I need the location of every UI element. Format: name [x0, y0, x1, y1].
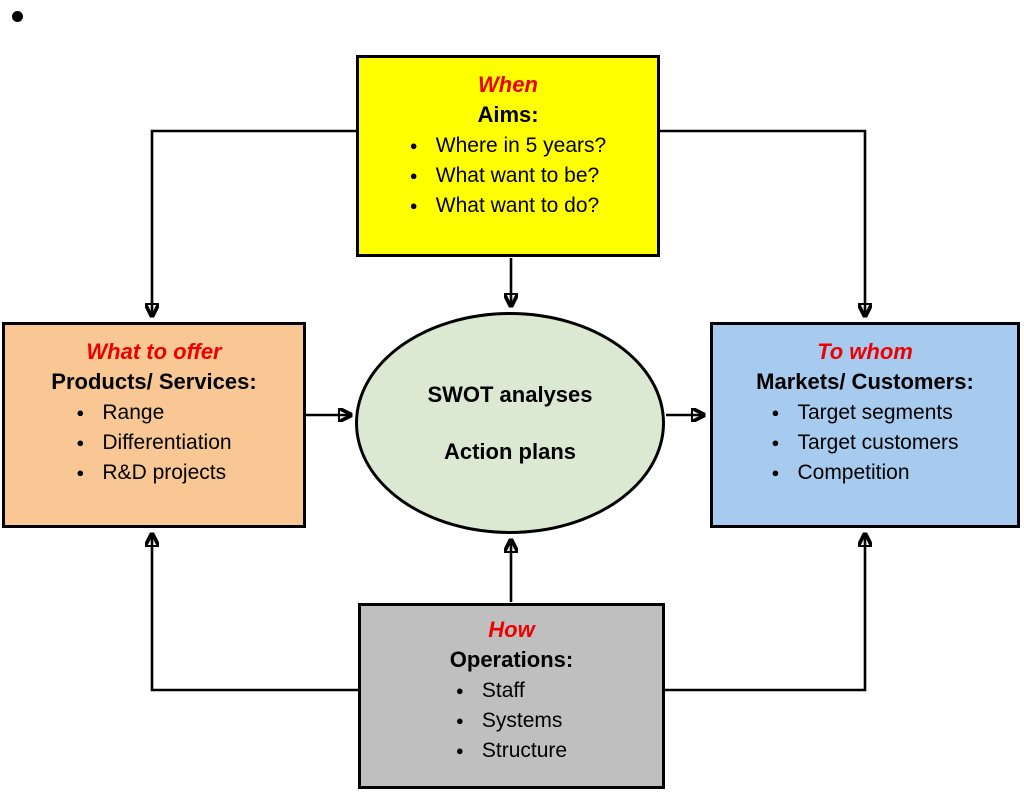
bullet-item: ● Competition	[771, 458, 958, 488]
bullet-item: ● What want to be?	[410, 161, 606, 191]
box-operations-subtitle: Operations:	[449, 647, 574, 672]
bullet-icon: ●	[76, 435, 85, 450]
bullet-icon: ●	[455, 713, 464, 728]
bullet-item: ● Differentiation	[76, 428, 231, 458]
bullet-item: ● Target customers	[771, 428, 958, 458]
arrow-operations-to-products	[152, 534, 358, 692]
box-aims-title: When	[478, 72, 538, 97]
box-aims-subtitle: Aims:	[477, 102, 539, 127]
arrow-aims-to-markets	[660, 129, 865, 316]
bullet-icon: ●	[76, 465, 85, 480]
bullet-icon: ●	[771, 405, 780, 420]
bullet-text: Competition	[797, 461, 910, 484]
bullet-icon: ●	[771, 435, 780, 450]
swot-analyses-label: SWOT analyses	[427, 381, 593, 407]
bullet-item: ● What want to do?	[410, 191, 606, 221]
bullet-text: Where in 5 years?	[435, 134, 607, 157]
bullet-text: Structure	[481, 739, 568, 762]
bullet-text: Systems	[481, 709, 563, 732]
bullet-text: Staff	[481, 679, 525, 702]
box-products-subtitle: Products/ Services:	[51, 369, 257, 394]
box-operations: How Operations: ● Staff ● Systems ● Stru…	[358, 603, 665, 789]
bullet-item: ● R&D projects	[76, 458, 231, 488]
bullet-text: Differentiation	[102, 431, 232, 454]
arrow-aims-to-products	[152, 129, 356, 316]
bullet-icon: ●	[455, 683, 464, 698]
bullet-item: ● Structure	[456, 736, 567, 766]
bullet-icon: ●	[409, 138, 418, 153]
bullet-icon: ●	[409, 168, 418, 183]
box-products-services: What to offer Products/ Services: ● Rang…	[2, 322, 306, 528]
bullet-icon: ●	[409, 198, 418, 213]
bullet-text: Target segments	[797, 401, 953, 424]
box-aims-bullet-list: ● Where in 5 years? ● What want to be? ●…	[410, 131, 606, 221]
bullet-text: What want to do?	[435, 194, 600, 217]
box-markets-subtitle: Markets/ Customers:	[756, 369, 974, 394]
box-products-bullet-list: ● Range ● Differentiation ● R&D projects	[76, 398, 231, 488]
bullet-text: Target customers	[797, 431, 959, 454]
box-products-title: What to offer	[86, 339, 222, 364]
bullet-icon: ●	[76, 405, 85, 420]
bullet-item: ● Target segments	[771, 398, 958, 428]
list-bullet-icon	[12, 11, 23, 22]
bullet-text: R&D projects	[102, 461, 227, 484]
arrow-operations-to-markets	[665, 534, 865, 692]
bullet-item: ● Staff	[456, 676, 567, 706]
bullet-item: ● Systems	[456, 706, 567, 736]
bullet-item: ● Range	[76, 398, 231, 428]
bullet-text: What want to be?	[435, 164, 600, 187]
swot-ellipse: SWOT analyses Action plans	[355, 312, 665, 534]
action-plans-label: Action plans	[443, 438, 576, 464]
box-operations-title: How	[488, 617, 535, 642]
box-aims: When Aims: ● Where in 5 years? ● What wa…	[356, 55, 660, 257]
bullet-text: Range	[102, 401, 165, 424]
box-operations-bullet-list: ● Staff ● Systems ● Structure	[456, 676, 567, 766]
bullet-icon: ●	[771, 465, 780, 480]
box-markets-customers: To whom Markets/ Customers: ● Target seg…	[710, 322, 1020, 528]
box-markets-title: To whom	[817, 339, 913, 364]
bullet-item: ● Where in 5 years?	[410, 131, 606, 161]
box-markets-bullet-list: ● Target segments ● Target customers ● C…	[771, 398, 958, 488]
bullet-icon: ●	[455, 743, 464, 758]
